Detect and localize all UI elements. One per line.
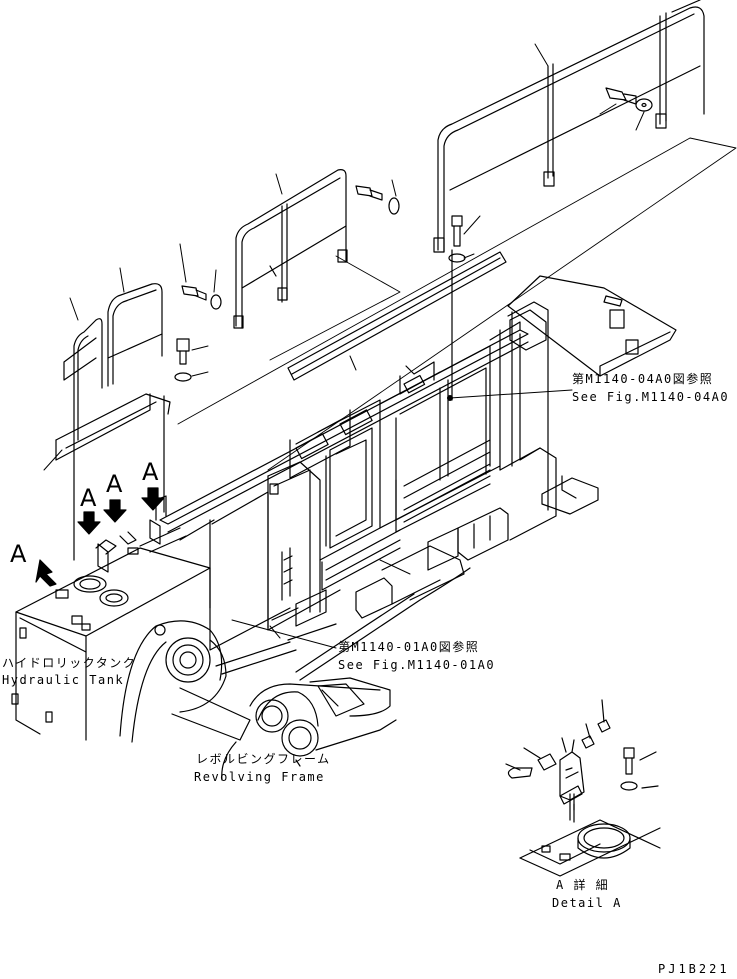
view-arrows xyxy=(35,487,165,587)
label-leaders xyxy=(231,389,573,649)
detail-a-title-en: Detail A xyxy=(552,896,622,910)
hydraulic-tank xyxy=(11,519,211,741)
rear-long-handrail xyxy=(433,0,705,253)
view-marker-a-4: A xyxy=(10,540,27,568)
drawing-code: PJ1B221 xyxy=(658,962,730,976)
middle-handrail xyxy=(233,169,348,329)
revolving-frame-label-jp: レボルビングフレーム xyxy=(196,752,331,766)
revolving-frame-label-en: Revolving Frame xyxy=(194,770,325,784)
callout-fig-01a0-jp: 第M1140-01A0図参照 xyxy=(338,640,480,654)
leader-lines xyxy=(43,43,645,471)
corner-cover-plate xyxy=(507,275,677,377)
support-brackets xyxy=(55,251,507,561)
left-small-handrail xyxy=(63,283,163,441)
hydraulic-tank-label-en: Hydraulic Tank xyxy=(2,673,125,687)
view-marker-a-2: A xyxy=(106,470,123,498)
bolts-and-washers xyxy=(174,87,653,401)
main-frame-assembly xyxy=(155,301,599,681)
detail-a-title-jp: A 詳 細 xyxy=(556,878,610,892)
revolving-frame xyxy=(119,620,397,781)
view-marker-a-1: A xyxy=(80,484,97,512)
callout-fig-04a0-en: See Fig.M1140-04A0 xyxy=(572,390,730,404)
detail-a-assembly xyxy=(505,699,661,877)
view-marker-a-3: A xyxy=(142,458,159,486)
upper-deck-outline xyxy=(177,137,737,471)
hydraulic-tank-label-jp: ハイドロリックタンク xyxy=(2,656,137,670)
callout-fig-04a0-jp: 第M1140-04A0図参照 xyxy=(572,372,714,386)
callout-fig-01a0-en: See Fig.M1140-01A0 xyxy=(338,658,496,672)
